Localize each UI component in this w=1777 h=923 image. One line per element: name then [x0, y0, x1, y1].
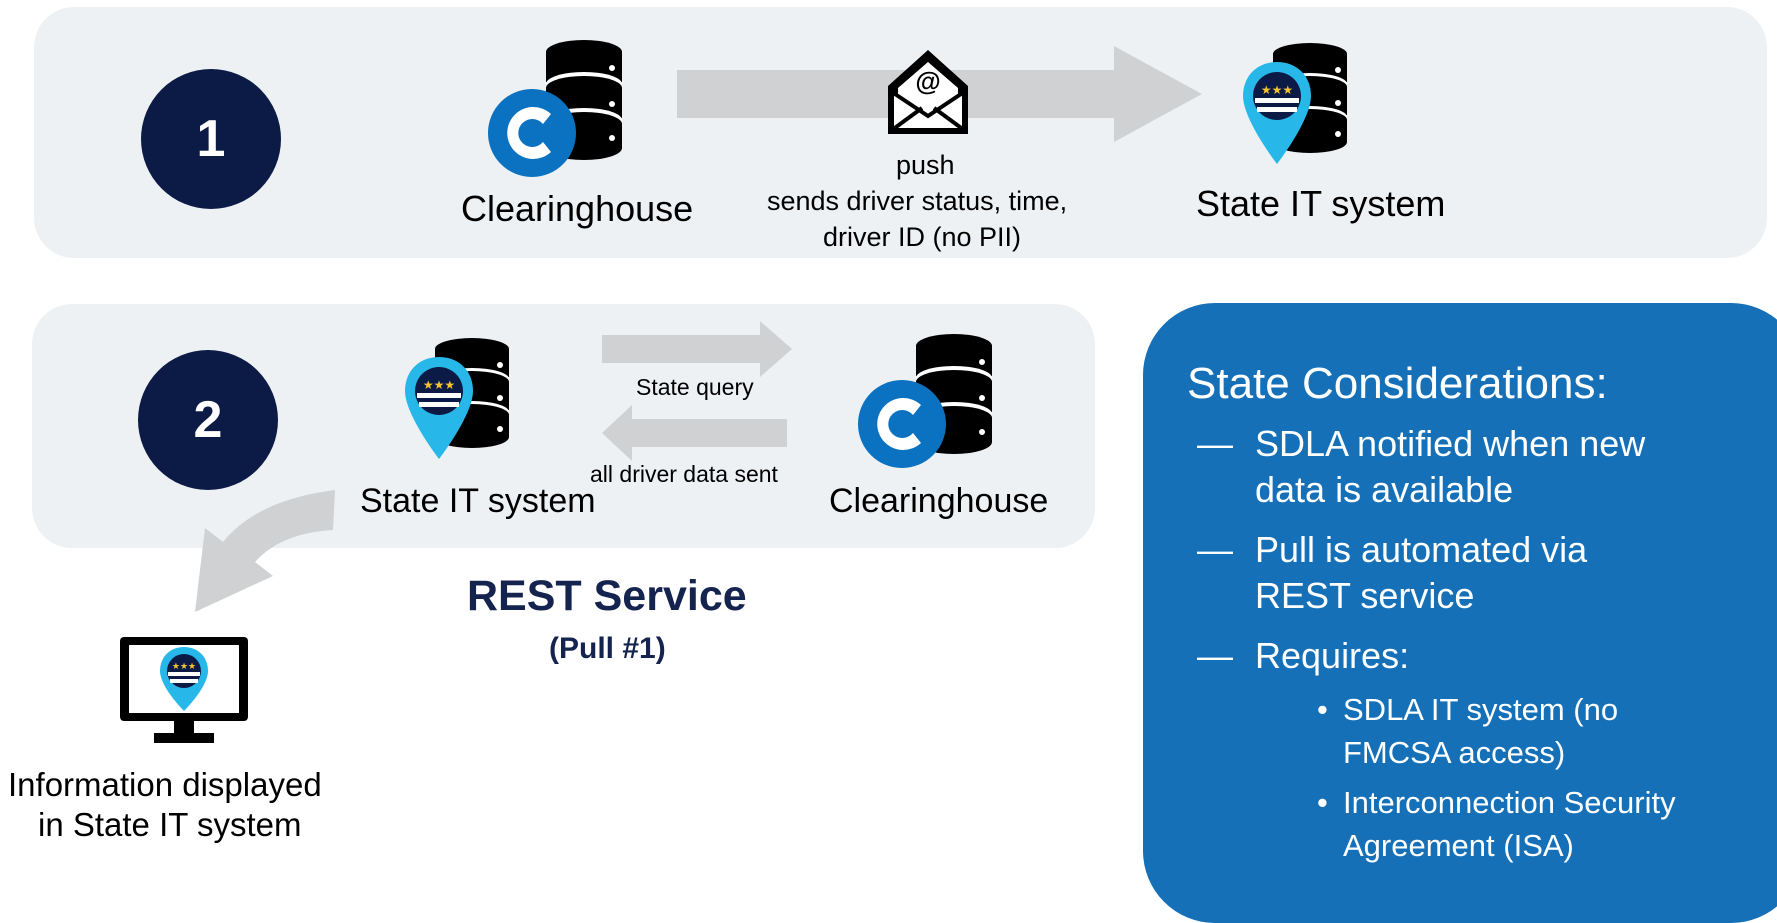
- clearinghouse-database-icon-2: [858, 332, 993, 482]
- state-query-arrow: [602, 321, 792, 377]
- dash-marker: —: [1197, 635, 1233, 676]
- clearinghouse-database-icon: [488, 38, 623, 193]
- email-envelope-icon: @: [884, 46, 972, 138]
- clearinghouse-label-2: Clearinghouse: [829, 482, 1049, 520]
- display-caption-line1: Information displayed: [8, 766, 322, 803]
- dash-marker: —: [1197, 529, 1233, 570]
- consideration-line: Requires:: [1255, 635, 1410, 676]
- state-considerations-title: State Considerations:: [1187, 359, 1608, 408]
- consideration-line: data is available: [1255, 469, 1514, 510]
- state-pin-icon: ★★★: [405, 357, 473, 459]
- consideration-item: — Requires:: [1197, 633, 1715, 679]
- svg-text:★★★: ★★★: [1261, 83, 1293, 97]
- consideration-line: REST service: [1255, 575, 1475, 616]
- rest-service-title: REST Service: [467, 572, 747, 620]
- requirement-line: SDLA IT system (no: [1343, 692, 1619, 727]
- state-pin-icon: ★★★: [1243, 62, 1311, 164]
- bullet-marker: •: [1317, 692, 1328, 727]
- state-it-system-label: State IT system: [1196, 183, 1446, 224]
- push-description-line1: sends driver status, time,: [767, 186, 1068, 216]
- requirement-item: • SDLA IT system (no FMCSA access): [1317, 688, 1763, 774]
- consideration-item: — SDLA notified when new data is availab…: [1197, 421, 1715, 513]
- consideration-line: SDLA notified when new: [1255, 423, 1646, 464]
- requirement-line: Interconnection Security: [1343, 785, 1676, 820]
- monitor-icon: ★★★: [118, 635, 250, 745]
- display-curved-arrow: [165, 490, 340, 620]
- consideration-item: — Pull is automated via REST service: [1197, 527, 1715, 619]
- step-2-circle: 2: [138, 350, 278, 490]
- driver-data-arrow: [602, 405, 787, 461]
- requirement-line: FMCSA access): [1343, 735, 1566, 770]
- dash-marker: —: [1197, 423, 1233, 464]
- state-database-icon: ★★★: [1243, 42, 1348, 172]
- push-description-line2: driver ID (no PII): [823, 222, 1022, 252]
- driver-data-sent-label: all driver data sent: [590, 461, 778, 487]
- state-query-label: State query: [636, 374, 754, 400]
- requirement-item: • Interconnection Security Agreement (IS…: [1317, 781, 1763, 867]
- requirement-line: Agreement (ISA): [1343, 828, 1574, 863]
- state-it-system-label-2: State IT system: [360, 482, 596, 520]
- step-1-circle: 1: [141, 69, 281, 209]
- state-database-icon-2: ★★★: [405, 337, 510, 467]
- display-caption-line2: in State IT system: [38, 806, 302, 843]
- svg-text:★★★: ★★★: [172, 662, 196, 672]
- state-considerations-panel: State Considerations: — SDLA notified wh…: [1143, 303, 1777, 923]
- bullet-marker: •: [1317, 785, 1328, 820]
- state-pin-icon: ★★★: [160, 647, 208, 711]
- clearinghouse-label: Clearinghouse: [461, 188, 694, 229]
- svg-text:@: @: [915, 66, 940, 96]
- rest-service-subtitle: (Pull #1): [549, 632, 666, 665]
- push-label: push: [896, 150, 955, 180]
- svg-text:★★★: ★★★: [423, 378, 455, 392]
- consideration-line: Pull is automated via: [1255, 529, 1588, 570]
